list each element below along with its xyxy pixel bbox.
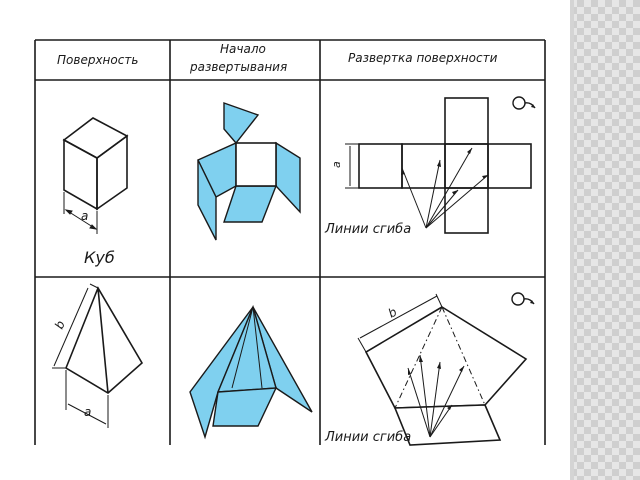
pyramid-dim-a: a (84, 405, 91, 419)
cube-drawing (62, 117, 129, 234)
cube-fold-lines-label: Линии сгиба (324, 222, 411, 237)
decorative-side-pattern (570, 0, 640, 480)
header-surface: Поверхность (57, 53, 138, 67)
cube-name: Куб (84, 248, 115, 267)
header-start-line2: развертывания (189, 60, 287, 74)
header-start-line1: Начало (220, 42, 266, 56)
header-development: Развертка поверхности (348, 51, 498, 65)
cube-dim-a: a (81, 209, 88, 223)
pyramid-drawing (52, 283, 144, 428)
pyramid-fold-lines-label: Линии сгиба (324, 430, 411, 445)
pyramid-development (357, 293, 528, 446)
cube-start-unfold (197, 102, 301, 241)
table-grid (34, 39, 546, 445)
unfolding-table: Поверхность Начало развертывания Разверт… (34, 39, 546, 446)
pyramid-dev-dim-b: b (386, 305, 400, 321)
cube-dev-dim-a: a (330, 161, 343, 168)
pyramid-dim-b: b (52, 318, 68, 331)
pyramid-start-unfold (189, 304, 313, 440)
rotate-arrow-icon (511, 292, 535, 306)
cube-development (345, 97, 532, 234)
rotate-arrow-icon (512, 96, 536, 110)
slide: Поверхность Начало развертывания Разверт… (34, 39, 546, 446)
